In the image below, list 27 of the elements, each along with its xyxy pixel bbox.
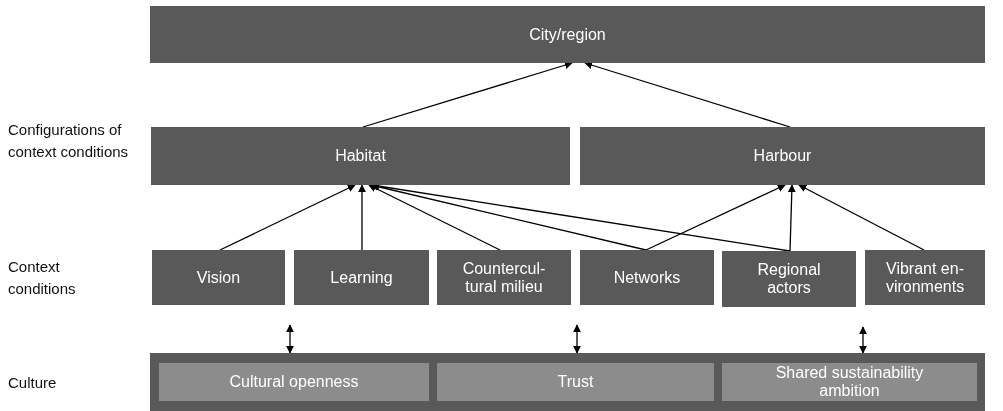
arrow	[286, 324, 294, 354]
arrow	[859, 326, 867, 354]
process-box: Networks	[580, 250, 714, 305]
row-label: Context conditions	[8, 257, 77, 299]
culture-band	[150, 353, 985, 411]
arrow	[645, 184, 786, 251]
arrow	[219, 184, 356, 251]
row-label: Culture	[8, 373, 57, 393]
process-box: Vision	[152, 250, 285, 305]
arrow	[368, 184, 501, 251]
process-box: Habitat	[151, 127, 570, 185]
arrow	[798, 184, 925, 251]
process-box: Vibrant en-vironments	[865, 250, 985, 305]
arrow	[362, 61, 573, 128]
culture-box: Trust	[437, 363, 714, 401]
row-label: Configurations of context conditions	[8, 120, 130, 162]
process-box: Harbour	[580, 127, 985, 185]
culture-box: Cultural openness	[159, 363, 429, 401]
arrow	[573, 324, 581, 354]
process-box: Countercul-tural milieu	[437, 250, 571, 305]
culture-box: Shared sustainability ambition	[722, 363, 977, 401]
process-box: Regional actors	[722, 251, 856, 307]
arrow	[584, 61, 791, 128]
process-box: Learning	[294, 250, 429, 305]
arrow	[787, 184, 796, 252]
arrow	[358, 184, 366, 251]
process-box: City/region	[150, 6, 985, 63]
